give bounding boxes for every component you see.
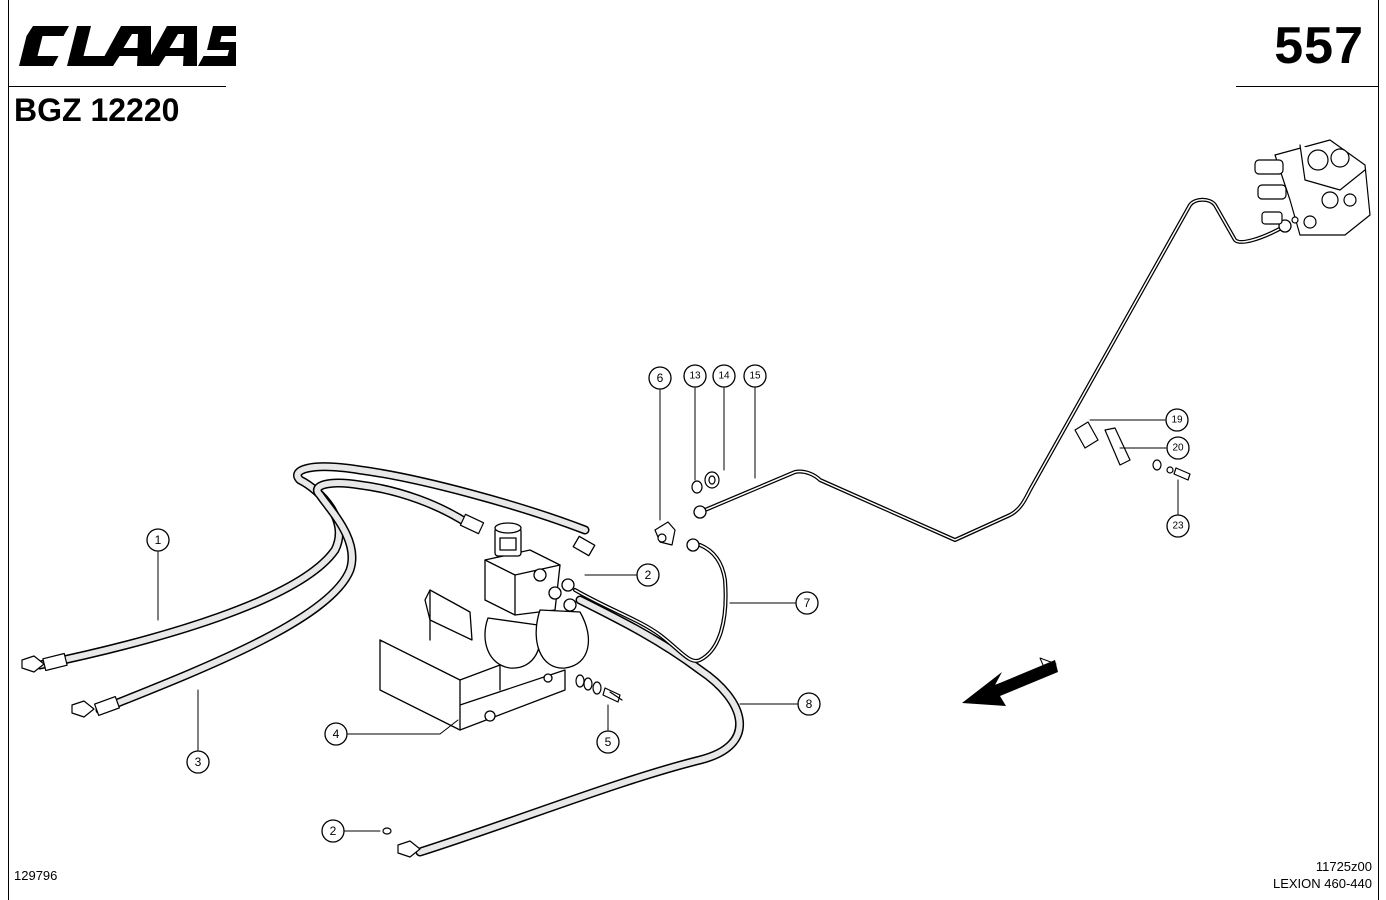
hose-part-3 <box>71 478 485 718</box>
callout-19: 19 <box>1165 408 1189 432</box>
svg-text:6: 6 <box>657 371 664 385</box>
control-valve-block <box>1254 139 1371 236</box>
svg-text:2: 2 <box>330 824 337 838</box>
fittings-part-6-13-14 <box>654 471 720 546</box>
svg-text:3: 3 <box>195 755 202 769</box>
callout-14: 14 <box>712 364 736 388</box>
header-rule-right <box>1236 86 1378 87</box>
svg-text:7: 7 <box>804 596 811 610</box>
svg-text:5: 5 <box>605 735 612 749</box>
page-number: 557 <box>1274 17 1364 75</box>
header-rule-left <box>8 86 226 87</box>
valve-accumulator-assembly <box>484 522 596 669</box>
svg-text:14: 14 <box>718 371 730 382</box>
drawing-reference-number: 129796 <box>14 868 58 883</box>
callout-8: 8 <box>797 692 821 716</box>
callout-23: 23 <box>1166 514 1190 538</box>
clamp-set-part-19-20-23 <box>1074 421 1191 481</box>
svg-text:20: 20 <box>1172 443 1184 454</box>
svg-text:15: 15 <box>749 371 761 382</box>
sheet-code: 11725z00 <box>1315 859 1372 874</box>
callout-2-lower: 2 <box>321 819 345 843</box>
callout-7: 7 <box>795 591 819 615</box>
callout-13: 13 <box>683 364 707 388</box>
callout-4: 4 <box>324 722 348 746</box>
callout-3: 3 <box>186 750 210 774</box>
pipe-part-7 <box>573 538 728 663</box>
svg-text:4: 4 <box>333 727 340 741</box>
callout-20: 20 <box>1166 436 1190 460</box>
callout-6: 6 <box>648 366 672 390</box>
o-ring-lower <box>382 827 392 835</box>
leader-lines <box>157 387 1179 832</box>
svg-text:8: 8 <box>806 697 813 711</box>
bolt-set-part-5 <box>575 674 623 703</box>
claas-logo <box>19 26 236 66</box>
svg-text:1: 1 <box>155 533 162 547</box>
svg-text:2: 2 <box>645 568 652 582</box>
frame-left-border <box>8 0 9 900</box>
svg-text:19: 19 <box>1171 415 1183 426</box>
frame-right-border <box>1378 0 1379 900</box>
document-code: BGZ 12220 <box>14 92 180 128</box>
hose-part-1 <box>21 462 590 673</box>
svg-text:13: 13 <box>689 371 701 382</box>
callout-5: 5 <box>596 730 620 754</box>
direction-arrow-head <box>962 660 1058 706</box>
mounting-bracket-part-4 <box>379 589 566 731</box>
model-name: LEXION 460-440 <box>1272 876 1372 891</box>
hose-part-8 <box>397 595 745 858</box>
svg-text:23: 23 <box>1172 521 1184 532</box>
callout-1: 1 <box>146 528 170 552</box>
model-reference: 11725z00 LEXION 460-440 <box>1273 858 1372 892</box>
callout-2-upper: 2 <box>636 563 660 587</box>
callout-15: 15 <box>743 364 767 388</box>
pipe-part-15 <box>693 197 1292 542</box>
